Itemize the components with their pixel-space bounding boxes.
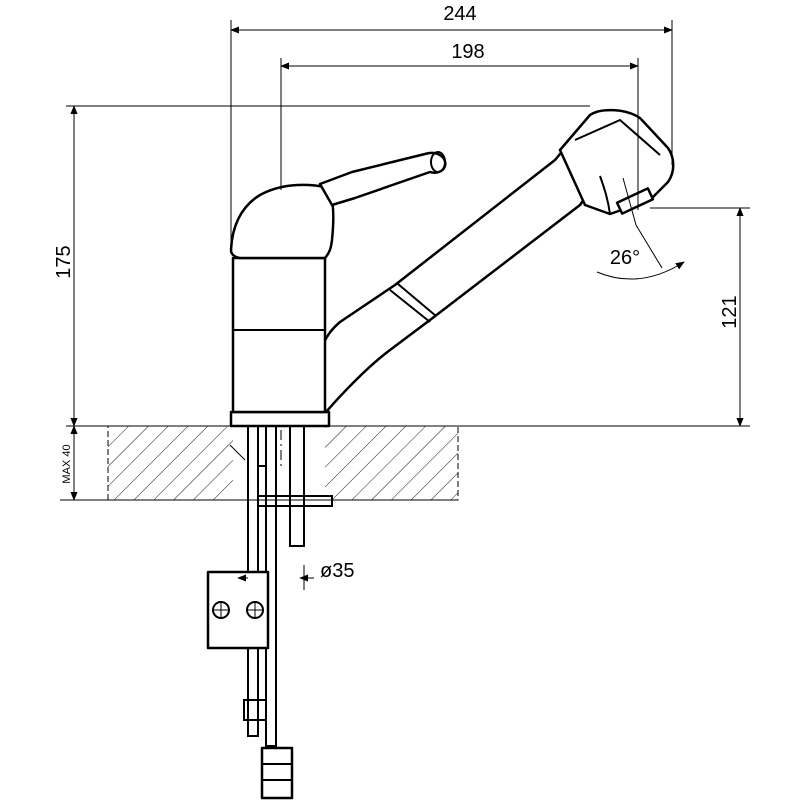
countertop	[107, 425, 459, 501]
spout-reach-label: 198	[451, 41, 484, 63]
faucet-body	[229, 108, 675, 428]
height-label: 175	[53, 245, 75, 278]
dimension-hole-diameter: ø35	[237, 560, 354, 590]
outlet-height-label: 121	[719, 295, 741, 328]
dimension-spray-angle: 26°	[596, 177, 685, 280]
deck-thickness-label: MAX 40	[61, 444, 73, 483]
extension-lines	[60, 20, 750, 501]
spray-angle-label: 26°	[610, 247, 640, 269]
hole-diameter-label: ø35	[320, 560, 354, 582]
supply-hoses	[206, 425, 333, 800]
dimension-height: 175	[53, 105, 78, 427]
dimension-spout-reach: 198	[280, 41, 639, 70]
dimension-outlet-height: 121	[719, 207, 744, 427]
dimension-overall-width: 244	[230, 3, 673, 34]
dimension-deck-thickness: MAX 40	[61, 425, 78, 501]
overall-width-label: 244	[443, 3, 476, 25]
